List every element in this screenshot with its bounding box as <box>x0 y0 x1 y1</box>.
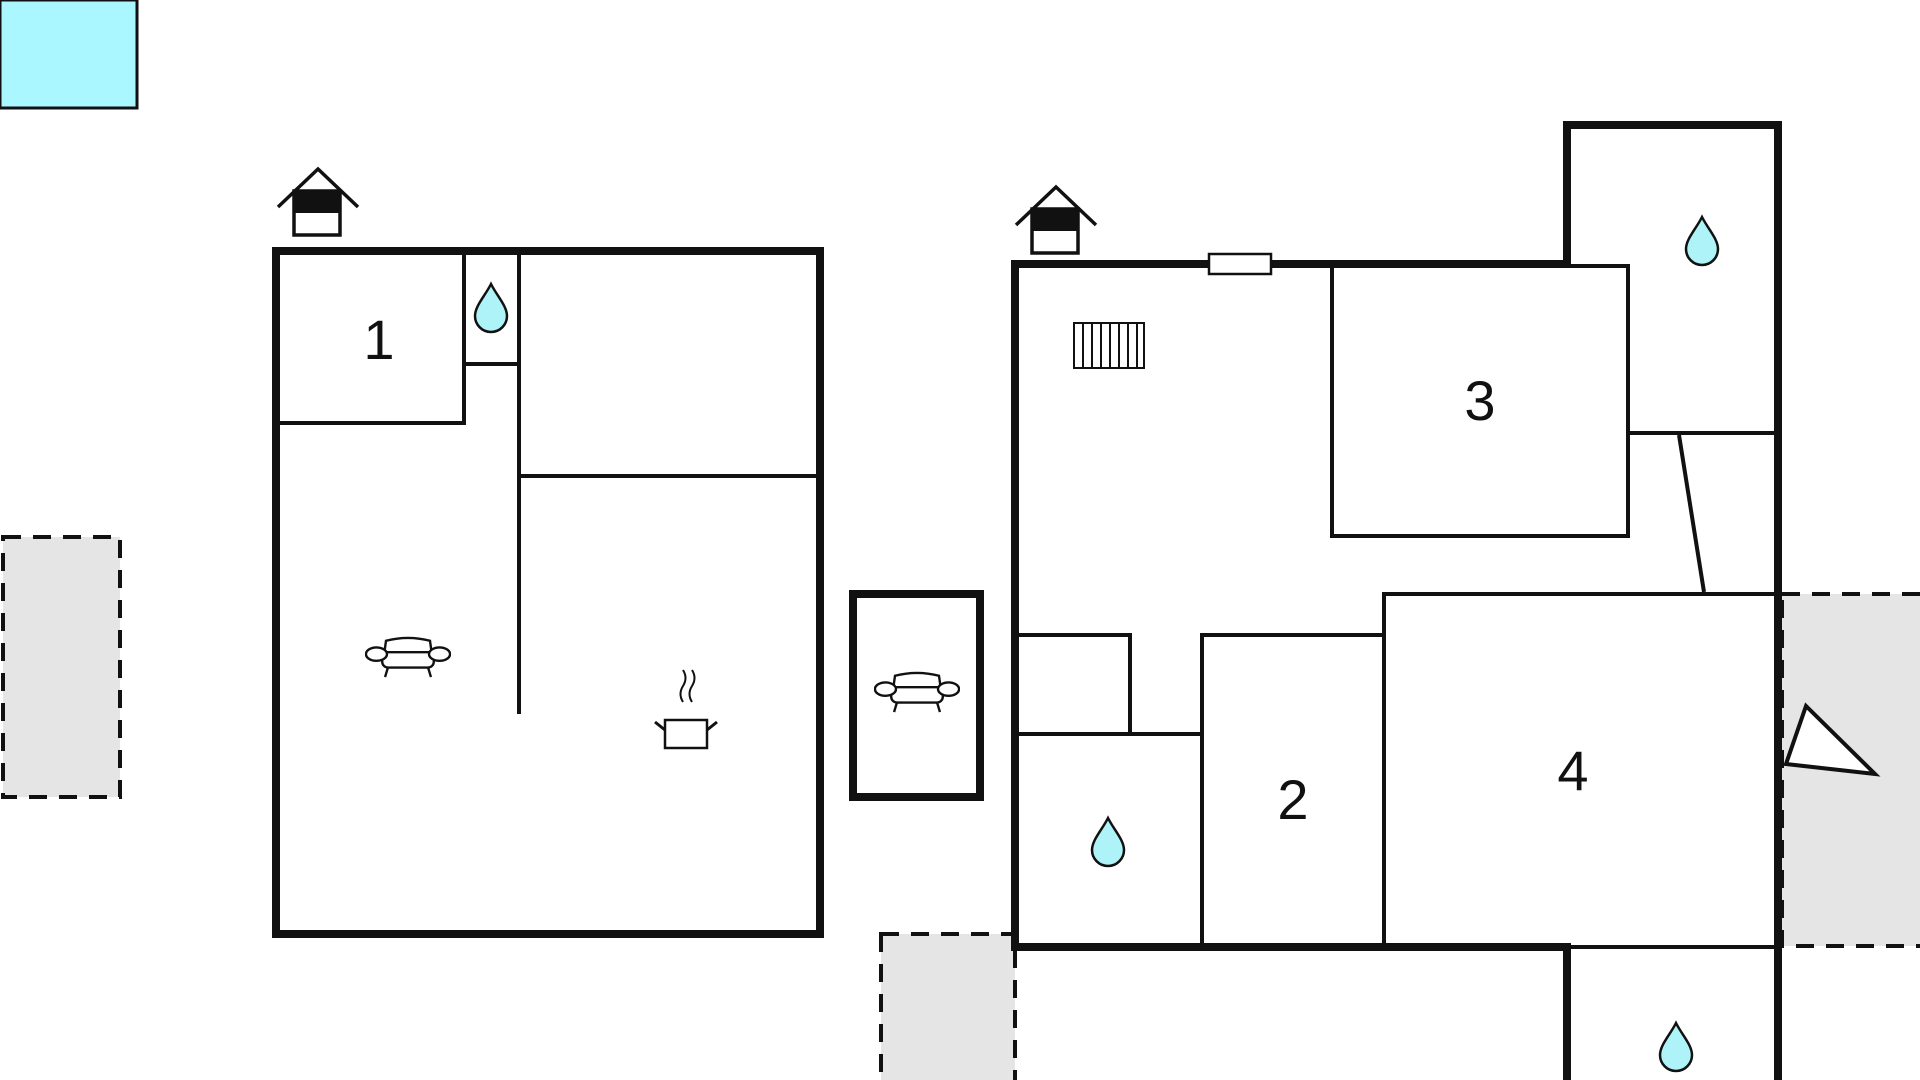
room-2-wall <box>1200 633 1384 947</box>
room-4-wall <box>1382 592 1776 947</box>
water-drop-icon <box>473 282 509 334</box>
building-b-bottom-wall <box>1011 943 1571 1080</box>
door-line <box>1677 434 1706 593</box>
building-a-outer-wall <box>272 247 824 938</box>
terrace-area <box>879 932 1017 1080</box>
sofa-icon <box>874 671 960 714</box>
room-label-2: 2 <box>1277 768 1308 831</box>
sofa-icon <box>365 636 451 679</box>
room-label-4: 4 <box>1557 739 1588 802</box>
room-label-3: 3 <box>1464 369 1495 432</box>
entrance-house-icon <box>1014 185 1098 255</box>
radiator-icon <box>1073 322 1145 369</box>
room-1-wall <box>280 255 466 425</box>
parking-triangle-icon <box>1783 702 1881 777</box>
building-b <box>1011 121 1782 1080</box>
water-drop-icon <box>1090 816 1126 868</box>
annex-wall <box>849 590 984 801</box>
water-drop-icon <box>1658 1021 1694 1073</box>
storage-wall <box>1019 633 1132 734</box>
pool <box>0 0 139 110</box>
water-drop-icon <box>1684 215 1720 267</box>
cooking-pot-icon <box>654 669 718 750</box>
window-icon <box>1207 252 1273 276</box>
building-a <box>272 247 824 938</box>
room-3-wall <box>1330 264 1630 538</box>
terrace-area <box>1 535 122 799</box>
terrace-areas <box>1 535 1920 1080</box>
entrance-house-icon <box>276 167 360 237</box>
room-label-1: 1 <box>363 308 394 371</box>
building-b-outer-wall <box>1011 121 1782 1080</box>
